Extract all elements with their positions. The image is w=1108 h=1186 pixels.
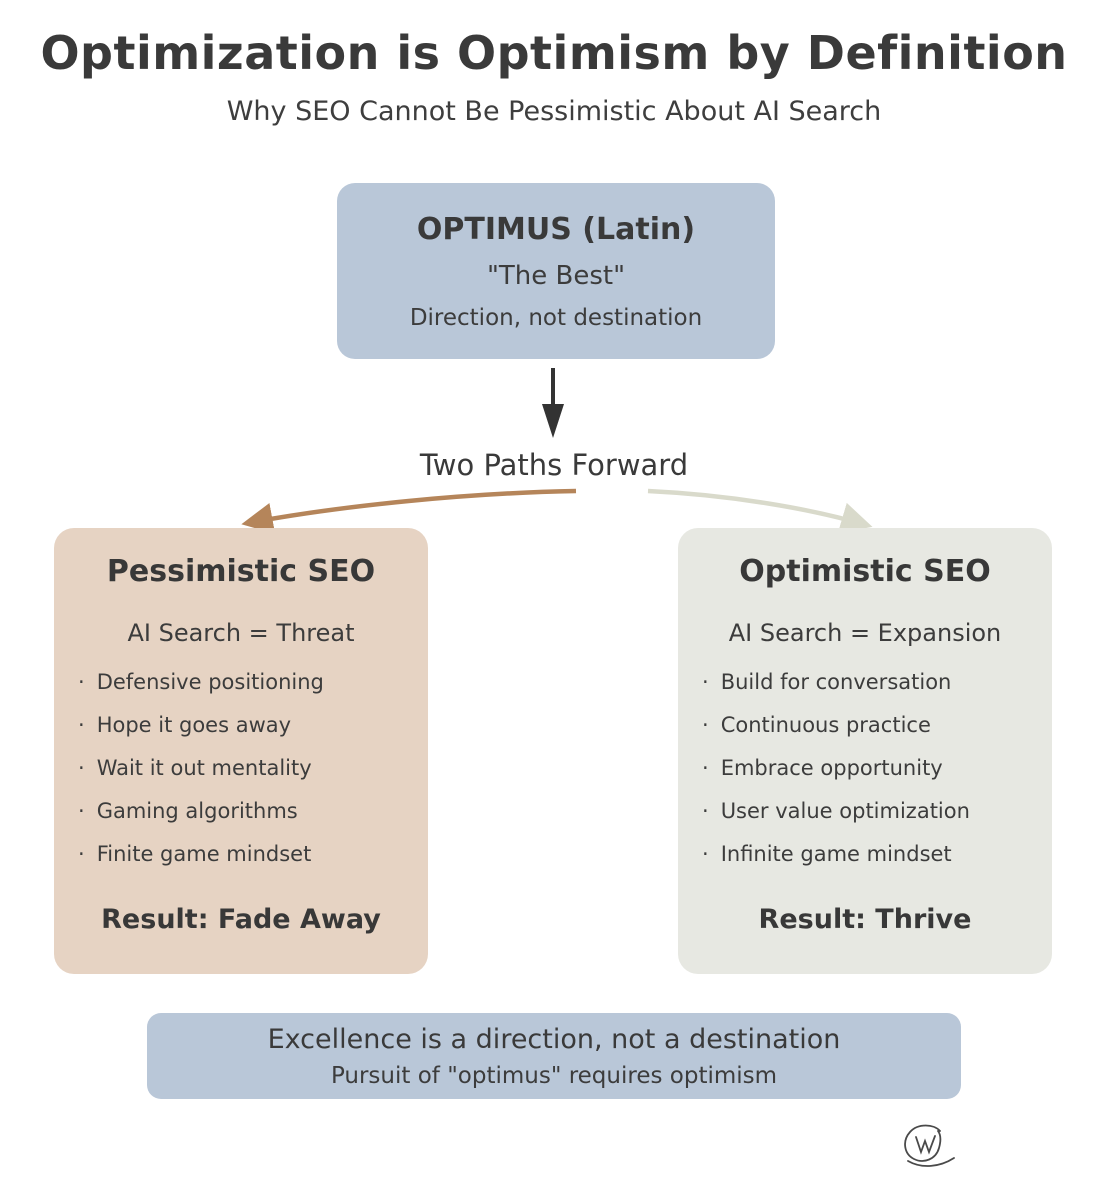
two-paths-label: Two Paths Forward <box>419 448 689 482</box>
optimistic-heading: Optimistic SEO <box>739 554 991 589</box>
list-item: User value optimization <box>702 800 1052 822</box>
pessimistic-heading: Pessimistic SEO <box>106 554 376 589</box>
w-circle-signature-icon <box>904 1124 955 1167</box>
optimus-box-heading: OPTIMUS (Latin) <box>416 211 696 247</box>
conclusion-line-1: Excellence is a direction, not a destina… <box>267 1023 841 1055</box>
list-item: Hope it goes away <box>78 714 428 736</box>
curved-arrow-right-icon <box>647 488 873 534</box>
curved-arrow-left-icon <box>241 488 577 534</box>
list-item: Infinite game mindset <box>702 843 1052 865</box>
list-item: Build for conversation <box>702 671 1052 693</box>
path-arrows <box>241 488 873 534</box>
optimistic-equation: AI Search = Expansion <box>728 619 1002 647</box>
page-title: Optimization is Optimism by Definition <box>40 26 1068 80</box>
optimus-box-tagline: Direction, not destination <box>409 304 703 331</box>
optimus-box: OPTIMUS (Latin) "The Best" Direction, no… <box>337 183 775 359</box>
list-item: Finite game mindset <box>78 843 428 865</box>
list-item: Gaming algorithms <box>78 800 428 822</box>
pessimistic-seo-box: Pessimistic SEO AI Search = Threat Defen… <box>54 528 428 974</box>
list-item: Continuous practice <box>702 714 1052 736</box>
list-item: Wait it out mentality <box>78 757 428 779</box>
list-item: Defensive positioning <box>78 671 428 693</box>
conclusion-line-2: Pursuit of "optimus" requires optimism <box>330 1062 778 1089</box>
pessimistic-bullet-list: Defensive positioning Hope it goes away … <box>54 671 428 886</box>
pessimistic-equation: AI Search = Threat <box>127 619 355 647</box>
conclusion-box: Excellence is a direction, not a destina… <box>147 1013 961 1099</box>
optimistic-result: Result: Thrive <box>758 904 972 936</box>
page-subtitle: Why SEO Cannot Be Pessimistic About AI S… <box>226 96 882 127</box>
pessimistic-result: Result: Fade Away <box>101 904 381 936</box>
list-item: Embrace opportunity <box>702 757 1052 779</box>
optimistic-seo-box: Optimistic SEO AI Search = Expansion Bui… <box>678 528 1052 974</box>
optimus-box-translation: "The Best" <box>486 260 626 291</box>
optimistic-bullet-list: Build for conversation Continuous practi… <box>678 671 1052 886</box>
down-arrow-icon <box>542 368 564 438</box>
